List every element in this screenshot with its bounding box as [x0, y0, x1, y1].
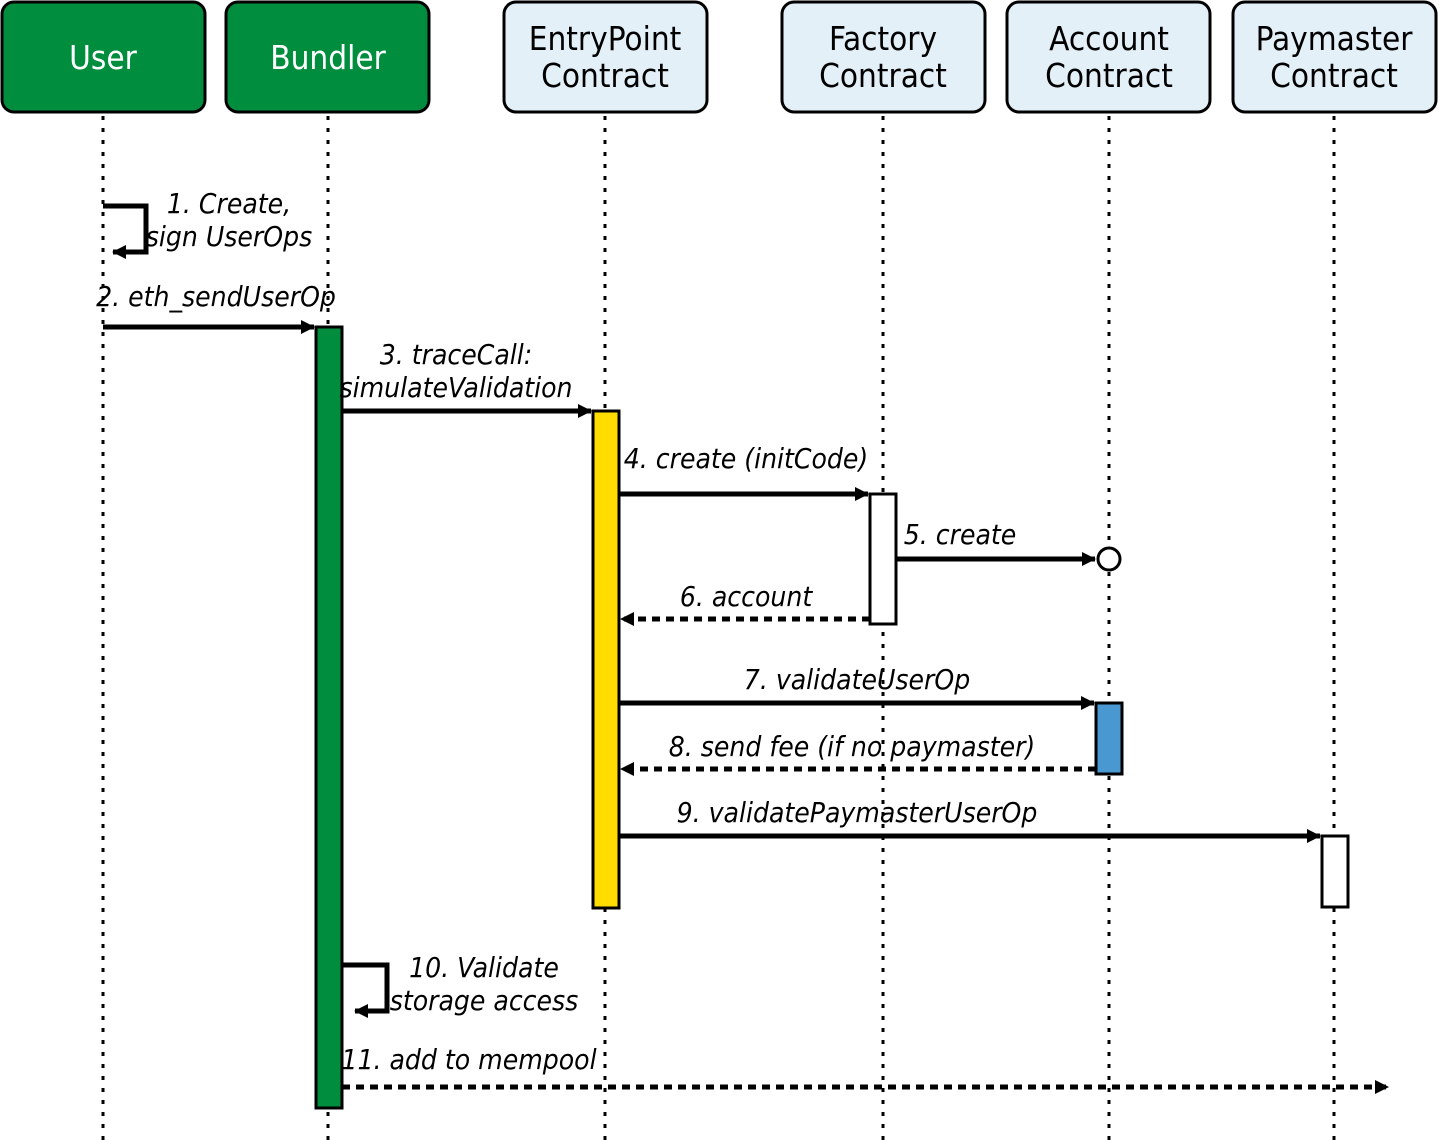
message-label: 7. validateUserOp: [744, 663, 970, 696]
message-label-line1: 3. traceCall:: [380, 338, 533, 371]
participant-label-line1: Factory: [829, 19, 937, 58]
message-label-line2: storage access: [390, 984, 579, 1017]
svg-text:4. create (initCode): 4. create (initCode): [624, 442, 869, 475]
participant-box: [502, 0, 709, 114]
message-2-call: 2. eth_sendUserOp: [96, 280, 336, 334]
svg-text:9. validatePaymasterUserOp: 9. validatePaymasterUserOp: [677, 796, 1038, 829]
message-label-line2: sign UserOps: [146, 220, 312, 253]
participant-box: [1231, 0, 1438, 114]
svg-text:1. Create,: 1. Create,: [167, 187, 291, 220]
message-4-call: 4. create (initCode): [619, 442, 869, 501]
message-3-call: 3. traceCall: simulateValidation: [340, 338, 592, 418]
message-label: 2. eth_sendUserOp: [96, 280, 336, 313]
svg-text:6. account: 6. account: [680, 580, 814, 613]
participant-factory: Factory Contract: [780, 0, 987, 114]
svg-text:Contract: Contract: [819, 56, 947, 95]
message-6-return: 6. account: [620, 580, 870, 626]
svg-text:EntryPoint: EntryPoint: [529, 19, 682, 58]
message-11-async: 11. add to mempool: [341, 1043, 1389, 1094]
svg-text:7. validateUserOp: 7. validateUserOp: [744, 663, 970, 696]
self-call-arrow: [342, 962, 390, 1018]
message-label: 6. account: [680, 580, 814, 613]
participant-label-line2: Contract: [541, 56, 669, 95]
message-label: 9. validatePaymasterUserOp: [677, 796, 1038, 829]
svg-text:10. Validate: 10. Validate: [409, 951, 559, 984]
message-5-create: 5. create: [896, 518, 1122, 572]
participant-label-line2: Contract: [1270, 56, 1398, 95]
participant-box: [1005, 0, 1212, 114]
participant-box: [0, 0, 207, 114]
svg-text:Contract: Contract: [541, 56, 669, 95]
svg-text:Contract: Contract: [1270, 56, 1398, 95]
activation-bars: [314, 325, 1350, 1110]
svg-text:Account: Account: [1049, 19, 1169, 58]
created-object-marker: [1096, 546, 1122, 572]
svg-text:3. traceCall:: 3. traceCall:: [380, 338, 533, 371]
participant-bundler: Bundler: [224, 0, 431, 114]
svg-text:User: User: [69, 38, 137, 77]
svg-text:simulateValidation: simulateValidation: [340, 371, 573, 404]
message-10-self-call: 10. Validate storage access: [342, 951, 579, 1018]
svg-text:Bundler: Bundler: [270, 38, 386, 77]
participant-label-line2: Contract: [819, 56, 947, 95]
self-call-arrow: [103, 203, 149, 259]
svg-text:Factory: Factory: [829, 19, 937, 58]
participant-label-line1: EntryPoint: [529, 19, 682, 58]
bundler-activation-bar: [314, 325, 344, 1110]
message-1-self-call: 1. Create, sign UserOps: [103, 187, 312, 259]
participant-label: Bundler: [270, 38, 386, 77]
participant-label-line2: Contract: [1045, 56, 1173, 95]
message-label-line1: 1. Create,: [167, 187, 291, 220]
svg-text:5. create: 5. create: [904, 518, 1017, 551]
svg-text:storage access: storage access: [390, 984, 579, 1017]
entrypoint-activation-bar: [591, 409, 621, 910]
message-label: 11. add to mempool: [341, 1043, 596, 1076]
participant-user: User: [0, 0, 207, 114]
factory-activation-bar: [868, 492, 898, 626]
paymaster-activation-bar: [1320, 834, 1350, 909]
message-9-call: 9. validatePaymasterUserOp: [619, 796, 1321, 843]
participant-box: [780, 0, 987, 114]
account-activation-bar: [1094, 701, 1124, 776]
message-label-line2: simulateValidation: [340, 371, 573, 404]
message-label-line1: 10. Validate: [409, 951, 559, 984]
participant-entrypoint: EntryPoint Contract: [502, 0, 709, 114]
participant-label: User: [69, 38, 137, 77]
lifelines: [101, 116, 1336, 1140]
participant-account: Account Contract: [1005, 0, 1212, 114]
participant-paymaster: Paymaster Contract: [1231, 0, 1438, 114]
svg-text:Paymaster: Paymaster: [1256, 19, 1414, 58]
message-7-call: 7. validateUserOp: [619, 663, 1095, 710]
svg-text:11. add to mempool: 11. add to mempool: [341, 1043, 596, 1076]
participant-label-line1: Paymaster: [1256, 19, 1414, 58]
svg-text:2. eth_sendUserOp: 2. eth_sendUserOp: [96, 280, 336, 313]
message-label: 8. send fee (if no paymaster): [669, 730, 1036, 763]
message-label: 5. create: [904, 518, 1017, 551]
svg-text:8. send fee (if no paymaster): 8. send fee (if no paymaster): [669, 730, 1036, 763]
message-label: 4. create (initCode): [624, 442, 869, 475]
message-8-return: 8. send fee (if no paymaster): [620, 730, 1096, 776]
participant-box: [224, 0, 431, 114]
participant-label-line1: Account: [1049, 19, 1169, 58]
svg-text:sign UserOps: sign UserOps: [146, 220, 312, 253]
svg-text:Contract: Contract: [1045, 56, 1173, 95]
